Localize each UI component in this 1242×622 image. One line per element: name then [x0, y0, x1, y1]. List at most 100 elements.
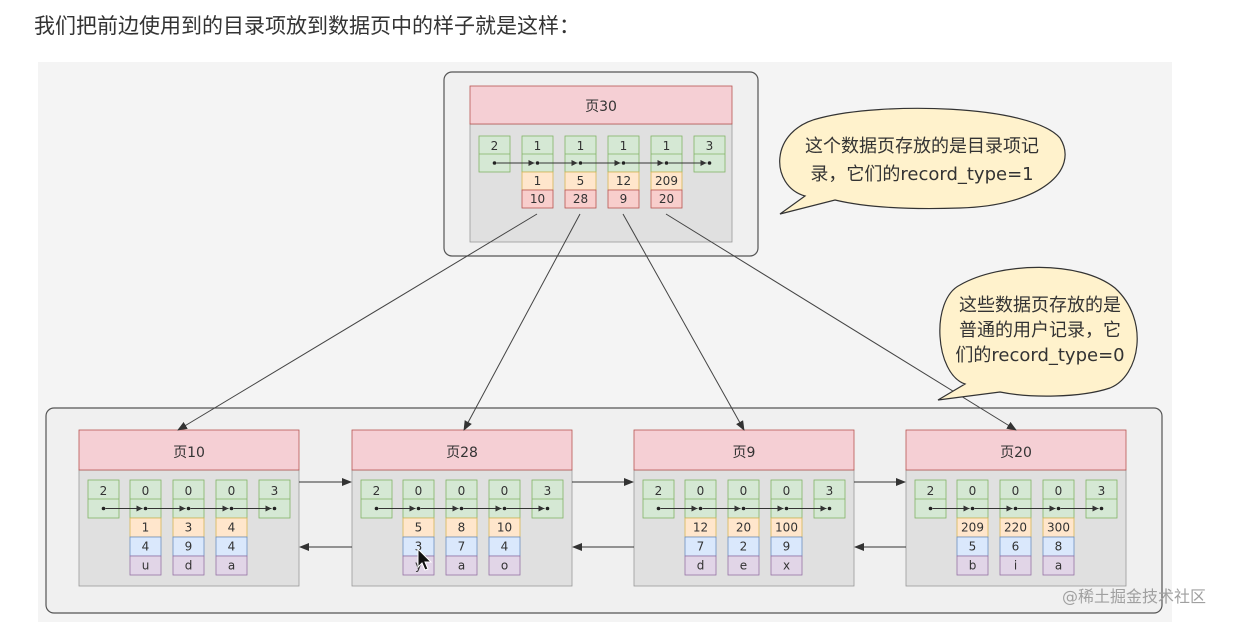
slot-pointer-dot [621, 161, 626, 165]
slot-number: 2 [491, 139, 499, 153]
column-cell-box [999, 555, 1032, 576]
mouse-cursor-icon [417, 548, 433, 571]
child-page-pointer [463, 213, 581, 431]
record-slot: 0 [445, 479, 478, 519]
column-cell: e [740, 559, 747, 573]
leaf-page: 页282000353y87a104o [351, 429, 573, 587]
page-number-cell: 28 [573, 192, 588, 206]
page-title: 页28 [446, 445, 478, 461]
slot-number: 0 [228, 484, 236, 498]
slot-number: 0 [697, 484, 705, 498]
callout-text: 普通的用户记录，它 [959, 320, 1121, 341]
key-cell: 3 [185, 521, 193, 535]
page-body [469, 123, 733, 243]
column-cell-box [445, 555, 478, 576]
page-number-cell-box [521, 189, 554, 209]
slot-pointer-dot [827, 506, 832, 511]
slot-number: 3 [826, 484, 834, 498]
column-cell-box [1042, 555, 1075, 576]
slot-pointer-dot [698, 506, 703, 511]
page-header [469, 85, 733, 125]
page-number-cell-box [650, 189, 683, 209]
slot-pointer-dot [416, 506, 421, 511]
column-cell: 8 [1055, 540, 1063, 554]
page-number-cell-box [564, 189, 597, 209]
slot-pointer-dot [143, 506, 148, 511]
column-cell: a [228, 559, 235, 573]
page-number-cell-box [607, 189, 640, 209]
column-cell: 9 [185, 540, 193, 554]
record-slot: 3 [813, 479, 846, 519]
callout-text: 录，它们的record_type=1 [810, 164, 1033, 185]
record-slot: 2 [914, 479, 947, 519]
slot-number: 0 [783, 484, 791, 498]
slot-pointer-dot [928, 506, 933, 511]
callout-text: 们的record_type=0 [955, 345, 1124, 366]
record-slot: 0 [999, 479, 1032, 519]
slot-number: 3 [271, 484, 279, 498]
column-cell: a [458, 559, 465, 573]
column-cell-box [488, 555, 521, 576]
slot-pointer-dot [970, 506, 975, 511]
record-slot: 0 [956, 479, 989, 519]
slot-pointer-dot [741, 506, 746, 511]
key-cell: 1 [142, 521, 150, 535]
slot-number: 1 [620, 139, 628, 153]
record-slot: 0 [727, 479, 760, 519]
page-title: 页10 [173, 445, 205, 461]
slot-number: 0 [740, 484, 748, 498]
column-cell: 3 [415, 540, 423, 554]
min-key-cell: 12 [616, 174, 631, 188]
column-cell: d [185, 559, 193, 573]
page-number-cell: 10 [530, 192, 545, 206]
slot-pointer-dot [545, 506, 550, 511]
column-cell-box [727, 555, 760, 576]
child-page-pointer [177, 213, 538, 431]
column-cell: 4 [501, 540, 509, 554]
slot-number: 1 [663, 139, 671, 153]
page-title: 页9 [733, 445, 756, 461]
column-cell: 7 [458, 540, 466, 554]
slot-number: 0 [501, 484, 509, 498]
caption-text: 我们把前边使用到的目录项放到数据页中的样子就是这样： [34, 14, 580, 38]
callout-bubble [779, 107, 1066, 215]
column-cell-box [684, 555, 717, 576]
slot-number: 3 [544, 484, 552, 498]
callout-text: 这些数据页存放的是 [959, 295, 1121, 316]
slot-number: 0 [969, 484, 977, 498]
page-number-cell: 20 [659, 192, 674, 206]
record-slot: 0 [1042, 479, 1075, 519]
child-page-pointer [622, 213, 745, 431]
slot-pointer-dot [502, 506, 507, 511]
column-cell: 7 [697, 540, 705, 554]
key-cell: 209 [961, 521, 984, 535]
page-title: 页20 [1000, 445, 1032, 461]
slot-number: 0 [1055, 484, 1063, 498]
slot-pointer-dot [229, 506, 234, 511]
callout-text: 这个数据页存放的是目录项记 [805, 136, 1039, 157]
column-cell-box [129, 555, 162, 576]
slot-number: 3 [1098, 484, 1106, 498]
column-cell-box [956, 555, 989, 576]
column-cell: u [142, 559, 150, 573]
slot-pointer-dot [1099, 506, 1104, 511]
slot-pointer-dot [374, 506, 379, 511]
slot-number: 0 [142, 484, 150, 498]
key-cell: 4 [228, 521, 236, 535]
slot-pointer-dot [784, 506, 789, 511]
page-number-cell: 9 [620, 192, 628, 206]
page-header [351, 429, 573, 471]
slot-number: 2 [655, 484, 663, 498]
slot-pointer-dot [664, 161, 669, 165]
record-slot: 3 [258, 479, 291, 519]
leaf-pages-container [45, 407, 1163, 614]
record-slot: 1 [521, 135, 554, 173]
slot-number: 2 [927, 484, 935, 498]
column-cell: 4 [142, 540, 150, 554]
slot-number: 3 [706, 139, 714, 153]
